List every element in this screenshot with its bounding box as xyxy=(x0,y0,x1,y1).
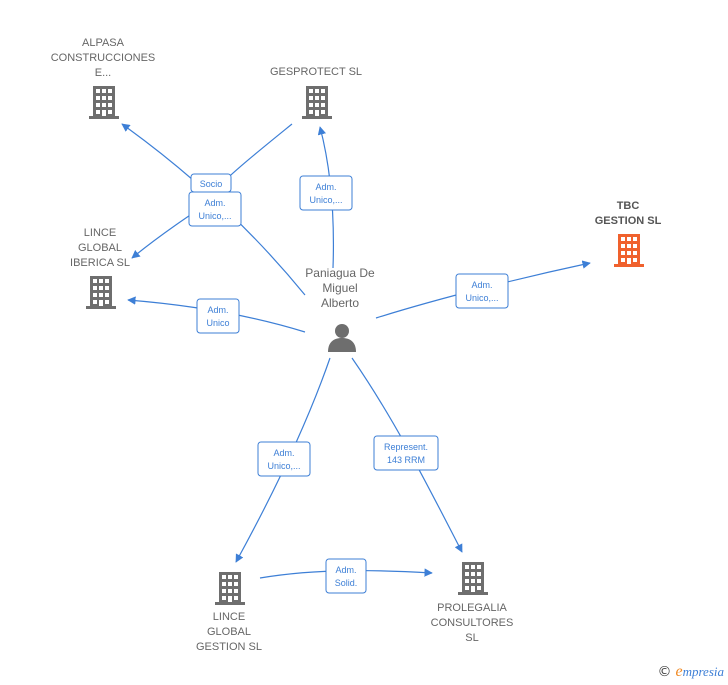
copyright-symbol: © xyxy=(657,664,672,680)
relation-lince-iberica[interactable]: Adm. Unico xyxy=(196,298,240,334)
svg-text:Unico: Unico xyxy=(206,318,229,328)
building-icon xyxy=(89,86,119,119)
footer-brand: © empresia xyxy=(657,663,724,681)
company-label: GESTION SL xyxy=(595,215,662,227)
company-label: GESTION SL xyxy=(196,641,262,653)
relation-tbc[interactable]: Adm. Unico,... xyxy=(455,273,509,309)
svg-text:Solid.: Solid. xyxy=(335,578,358,588)
svg-text:Represent.: Represent. xyxy=(384,442,428,452)
svg-text:Adm.: Adm. xyxy=(315,182,336,192)
company-label: ALPASA xyxy=(82,37,125,49)
company-lince-iberica[interactable]: LINCE GLOBAL IBERICA SL xyxy=(70,227,130,309)
svg-text:Adm.: Adm. xyxy=(273,448,294,458)
svg-text:Adm.: Adm. xyxy=(207,305,228,315)
company-alpasa[interactable]: ALPASA CONSTRUCCIONES E... xyxy=(51,37,156,119)
svg-text:Unico,...: Unico,... xyxy=(267,461,300,471)
svg-text:143 RRM: 143 RRM xyxy=(387,455,425,465)
building-icon xyxy=(215,572,245,605)
building-icon xyxy=(302,86,332,119)
svg-text:Unico,...: Unico,... xyxy=(309,195,342,205)
svg-text:Socio: Socio xyxy=(200,179,223,189)
relation-gesprotect[interactable]: Adm. Unico,... xyxy=(299,175,353,211)
person-label: Alberto xyxy=(321,296,359,310)
company-label: CONSTRUCCIONES xyxy=(51,52,156,64)
building-icon xyxy=(86,276,116,309)
company-label: GLOBAL xyxy=(207,626,251,638)
company-label: LINCE xyxy=(213,611,245,623)
company-label: IBERICA SL xyxy=(70,257,130,269)
company-label: GESPROTECT SL xyxy=(270,66,362,78)
relation-lince-gestion[interactable]: Adm. Unico,... xyxy=(257,441,311,477)
company-prolegalia[interactable]: PROLEGALIA CONSULTORES SL xyxy=(431,562,514,644)
company-label: PROLEGALIA xyxy=(437,602,507,614)
relation-socio[interactable]: Socio xyxy=(190,173,232,193)
company-label: E... xyxy=(95,67,112,79)
relation-alpasa[interactable]: Adm. Unico,... xyxy=(188,191,242,227)
relation-prolegalia[interactable]: Represent. 143 RRM xyxy=(373,435,439,471)
relation-labels: Socio Adm. Unico,... Adm. Unico,... Adm.… xyxy=(188,173,509,594)
person-label: Miguel xyxy=(322,281,357,295)
company-label: GLOBAL xyxy=(78,242,122,254)
company-label: TBC xyxy=(617,200,640,212)
person-node[interactable]: Paniagua De Miguel Alberto xyxy=(305,266,375,352)
building-icon xyxy=(458,562,488,595)
building-icon xyxy=(614,234,644,267)
company-gesprotect[interactable]: GESPROTECT SL xyxy=(270,66,362,119)
company-label: LINCE xyxy=(84,227,116,239)
person-icon xyxy=(328,324,356,352)
person-label: Paniagua De xyxy=(305,266,375,280)
svg-text:Unico,...: Unico,... xyxy=(198,211,231,221)
svg-text:Adm.: Adm. xyxy=(335,565,356,575)
svg-text:Adm.: Adm. xyxy=(204,198,225,208)
svg-text:Unico,...: Unico,... xyxy=(465,293,498,303)
relation-solid[interactable]: Adm. Solid. xyxy=(325,558,367,594)
empresia-logo: empresia xyxy=(675,663,724,680)
company-label: SL xyxy=(465,632,478,644)
company-lince-gestion[interactable]: LINCE GLOBAL GESTION SL xyxy=(196,572,262,653)
svg-text:Adm.: Adm. xyxy=(471,280,492,290)
company-label: CONSULTORES xyxy=(431,617,514,629)
company-tbc[interactable]: TBC GESTION SL xyxy=(595,200,662,267)
